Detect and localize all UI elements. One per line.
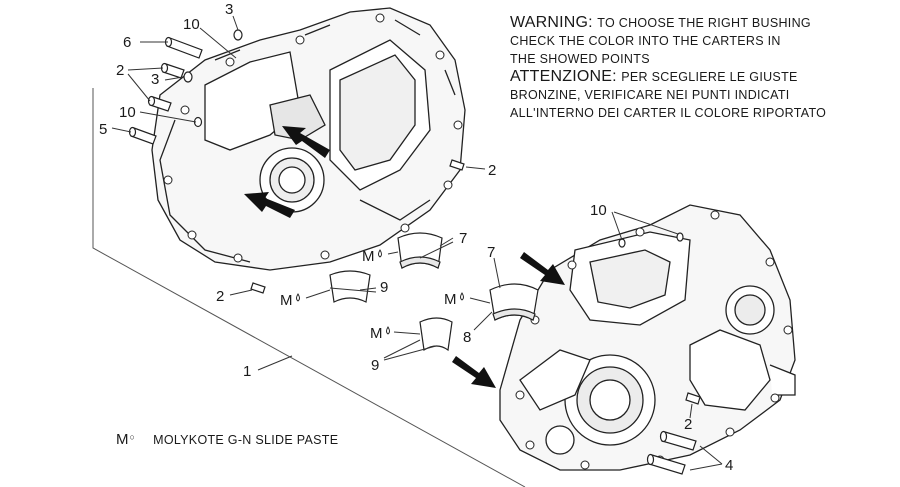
- callout-6: 6: [123, 34, 131, 51]
- warning-it-line-1: ATTENZIONE: PER SCEGLIERE LE GIUSTE: [510, 68, 895, 86]
- callout-2-lower: 2: [216, 288, 224, 305]
- warning-keyword: WARNING:: [510, 14, 593, 31]
- warning-en-line-2: CHECK THE COLOR INTO THE CARTERS IN: [510, 34, 781, 48]
- lubricant-legend: M○ MOLYKOTE G-N SLIDE PASTE: [116, 431, 338, 448]
- lubricant-marker-lower: M: [370, 325, 383, 342]
- callout-7-lower: 7: [487, 244, 495, 261]
- legend-symbol: M: [116, 431, 129, 448]
- assembly-bracket: [92, 88, 526, 487]
- callout-8: 8: [463, 329, 471, 346]
- callout-3-top: 3: [225, 1, 233, 18]
- callout-2-bottom: 2: [684, 416, 692, 433]
- callout-10-right: 10: [590, 202, 607, 219]
- callout-7-upper: 7: [459, 230, 467, 247]
- callout-1: 1: [243, 363, 251, 380]
- lubricant-marker-upper: M: [362, 248, 375, 265]
- warning-it-line-2: BRONZINE, VERIFICARE NEI PUNTI INDICATI: [510, 88, 790, 102]
- callout-9-upper: 9: [380, 279, 388, 296]
- warning-it-line-3: ALL'INTERNO DEI CARTER IL COLORE RIPORTA…: [510, 106, 827, 120]
- callout-5: 5: [99, 121, 107, 138]
- callout-2-right: 2: [488, 162, 496, 179]
- lubricant-marker-mid: M: [280, 292, 293, 309]
- lubricant-marker-right: M: [444, 291, 457, 308]
- callout-10-left: 10: [119, 104, 136, 121]
- callout-9-lower: 9: [371, 357, 379, 374]
- warning-note: WARNING: TO CHOOSE THE RIGHT BUSHING CHE…: [510, 14, 895, 122]
- warning-text: TO CHOOSE THE RIGHT BUSHING: [597, 16, 811, 30]
- warning-en-line-3: THE SHOWED POINTS: [510, 52, 650, 66]
- right-half-bolt-holes: [515, 210, 793, 470]
- attenzione-text: PER SCEGLIERE LE GIUSTE: [621, 70, 798, 84]
- crankcase-right-half: [499, 204, 796, 471]
- callout-10-top: 10: [183, 16, 200, 33]
- callout-4: 4: [725, 457, 733, 474]
- callout-2-a: 2: [116, 62, 124, 79]
- warning-en-line-1: WARNING: TO CHOOSE THE RIGHT BUSHING: [510, 14, 895, 32]
- dowel-pins: [128, 29, 701, 475]
- lubricant-drop-icon: [460, 292, 464, 301]
- leader-lines: [111, 15, 723, 471]
- lubricant-markers: M M M M: [280, 248, 464, 342]
- lubricant-drop-icon: [296, 293, 300, 302]
- lubricant-drop-icon: ○: [129, 432, 135, 442]
- callout-3-mid: 3: [151, 71, 159, 88]
- left-half-bolt-holes: [163, 13, 463, 263]
- arrow-pointer-icon: [244, 126, 565, 388]
- callout-labels: 10 3 6 2 3 10 5 2 7 9 2 1 10 7 8 9 2 4: [99, 1, 733, 474]
- lubricant-drop-icon: [378, 249, 382, 258]
- attenzione-keyword: ATTENZIONE:: [510, 68, 617, 85]
- legend-text: MOLYKOTE G-N SLIDE PASTE: [153, 433, 339, 447]
- lubricant-drop-icon: [386, 326, 390, 335]
- bearing-bushings: [329, 232, 539, 352]
